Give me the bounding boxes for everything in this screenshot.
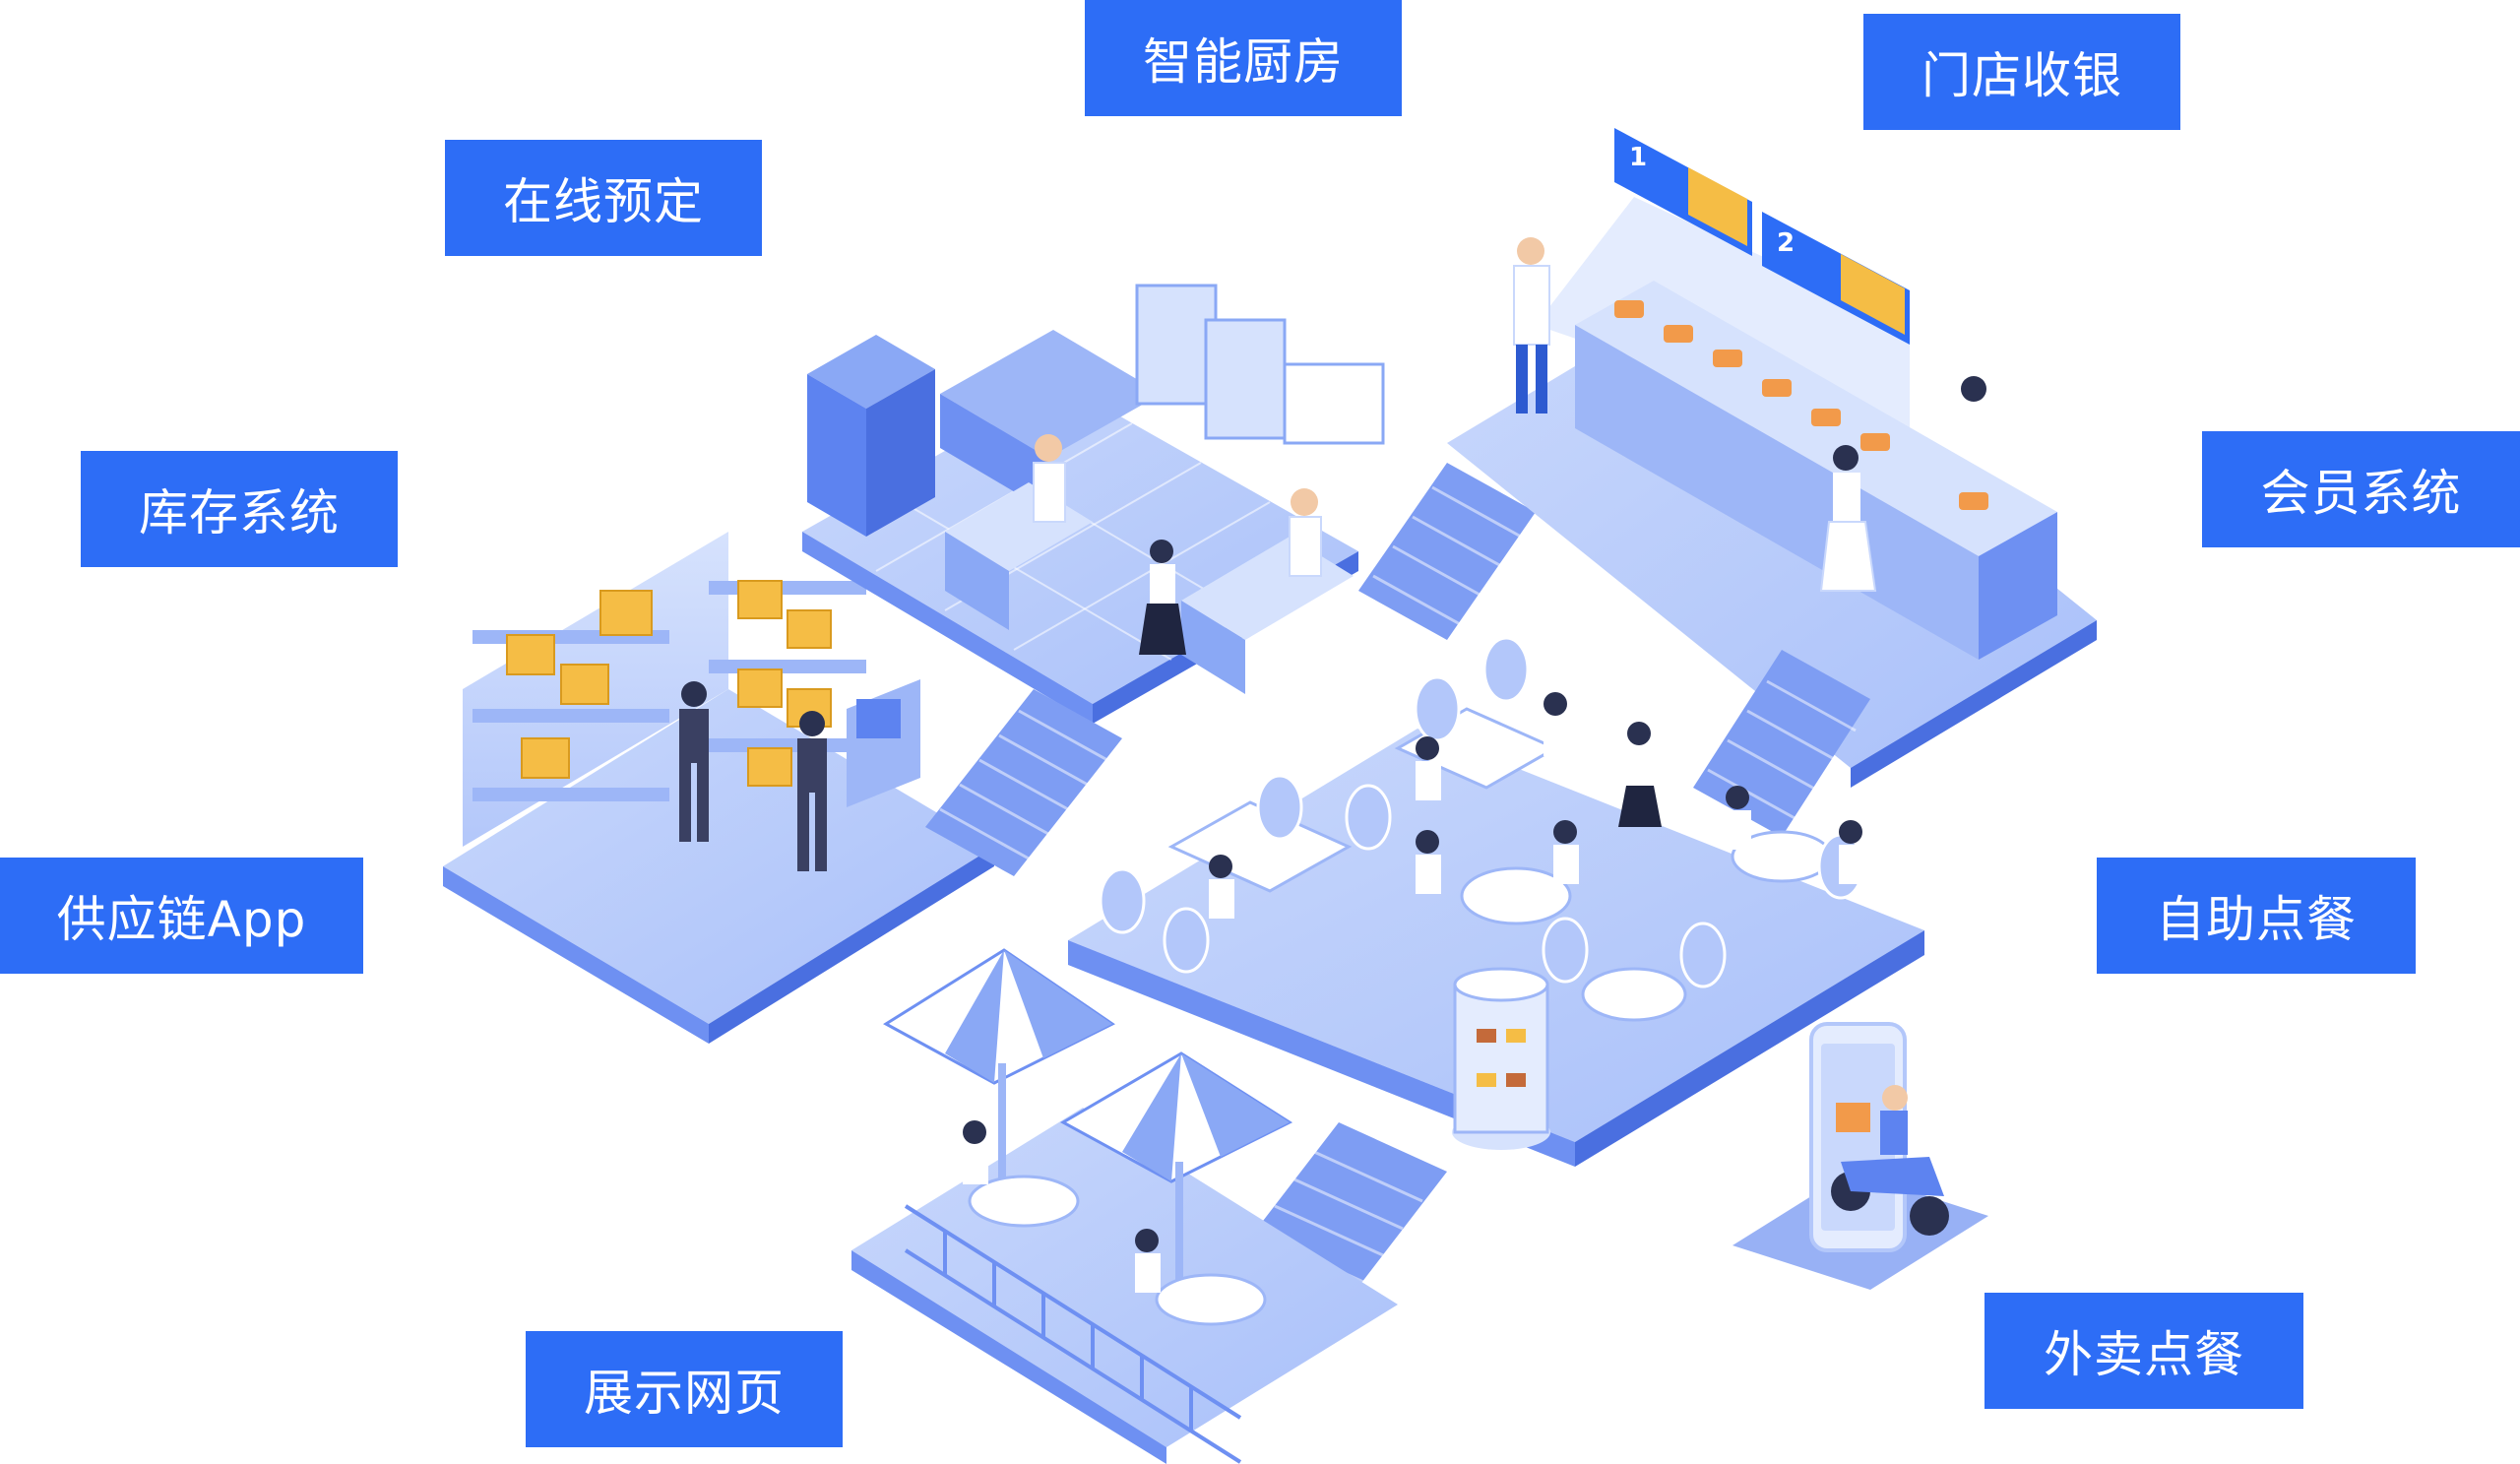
warehouse-scene [443, 532, 994, 1044]
staircase [925, 689, 1122, 876]
outdoor-cafe-scene [851, 948, 1398, 1464]
cashier [1961, 376, 1988, 448]
menu-board-1-icon: 1 [1614, 128, 1752, 256]
umbrella-icon [883, 948, 1115, 1201]
kitchen-scene [802, 284, 1385, 724]
computer-terminal-icon [847, 679, 920, 807]
cashier-scene: 1 2 [1447, 128, 2097, 788]
server-chef [1513, 237, 1550, 414]
railing [904, 1204, 1242, 1464]
svg-text:1: 1 [1629, 143, 1647, 172]
label-member-system: 会员系统 [2202, 431, 2520, 547]
label-inventory-system: 库存系统 [81, 451, 398, 567]
refrigerator [807, 335, 935, 537]
warehouse-worker [679, 681, 827, 871]
cake-display-icon [1452, 967, 1550, 1150]
label-supply-chain-app: 供应链App [0, 858, 363, 974]
label-takeout-ordering: 外卖点餐 [1984, 1293, 2303, 1409]
food-trays [1614, 300, 1988, 510]
diners [1209, 692, 1864, 919]
label-online-reservation: 在线预定 [445, 140, 762, 256]
delivery-phone-scene [1732, 1022, 1988, 1290]
label-store-cashier: 门店收银 [1863, 14, 2180, 130]
menu-board-2-icon: 2 [1762, 212, 1910, 345]
staircase [1358, 463, 1536, 640]
customer [1819, 445, 1877, 592]
dining-scene [1068, 636, 1924, 1167]
chef [1033, 434, 1322, 577]
crate-boxes [506, 580, 832, 787]
waitress [1139, 540, 1186, 655]
label-self-service-ordering: 自助点餐 [2097, 858, 2416, 974]
label-showcase-webpage: 展示网页 [526, 1331, 843, 1447]
label-smart-kitchen: 智能厨房 [1085, 0, 1402, 116]
wall-shelf-icon [1135, 284, 1385, 445]
umbrella-icon [1059, 1051, 1293, 1300]
scooter-icon [1831, 1085, 1949, 1236]
svg-text:2: 2 [1777, 228, 1795, 258]
